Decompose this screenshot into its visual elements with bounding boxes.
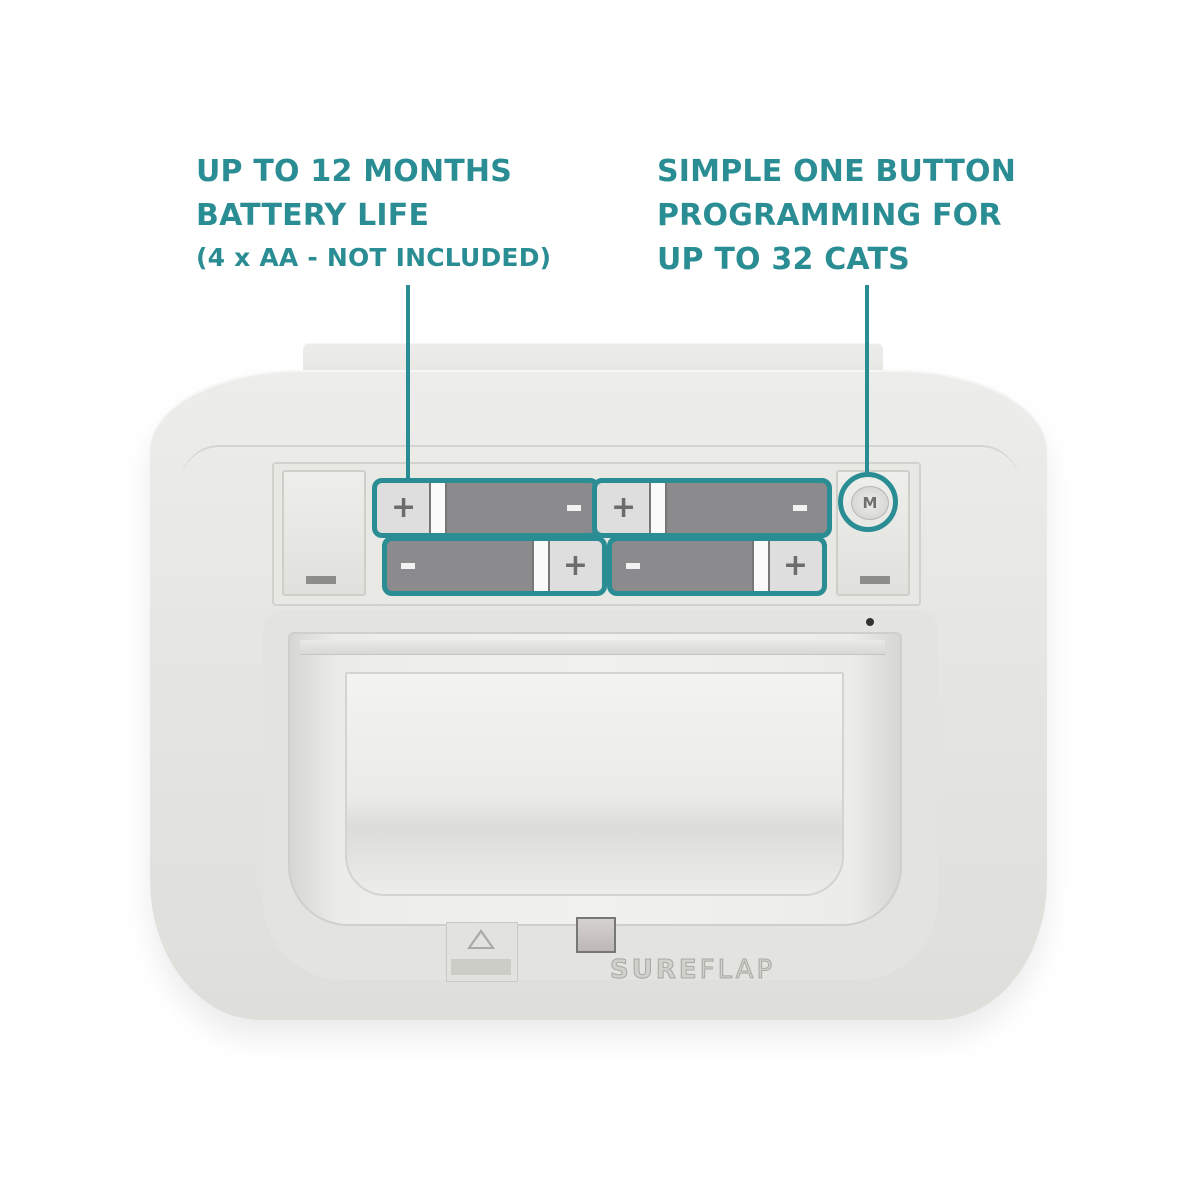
flap-hinge-bar bbox=[300, 640, 885, 655]
status-led-icon bbox=[866, 618, 874, 626]
battery-band bbox=[752, 541, 770, 591]
plus-icon: + bbox=[391, 490, 417, 525]
plus-icon: + bbox=[562, 548, 588, 583]
device-top-band bbox=[180, 445, 1020, 487]
callout-line: UP TO 12 MONTHS bbox=[196, 154, 513, 189]
callout-line: SIMPLE ONE BUTTON bbox=[657, 154, 1017, 189]
callout-line: (4 x AA - NOT INCLUDED) bbox=[196, 243, 552, 272]
minus-icon bbox=[626, 563, 640, 569]
minus-icon bbox=[401, 563, 415, 569]
battery-pack: + + + + bbox=[372, 478, 832, 604]
plus-icon: + bbox=[611, 490, 637, 525]
programming-callout: SIMPLE ONE BUTTON PROGRAMMING FOR UP TO … bbox=[657, 150, 1016, 282]
brand-part1: SURE bbox=[610, 955, 700, 986]
aa-battery: + bbox=[382, 536, 607, 596]
battery-cap bbox=[377, 483, 437, 533]
callout-line: PROGRAMMING FOR bbox=[657, 198, 1002, 233]
battery-latch-left bbox=[282, 470, 366, 596]
battery-cap bbox=[542, 541, 602, 591]
battery-band bbox=[649, 483, 667, 533]
latch-slot bbox=[860, 576, 890, 584]
callout-line: UP TO 32 CATS bbox=[657, 242, 910, 277]
aa-battery: + bbox=[372, 478, 600, 538]
lock-mode-dial[interactable] bbox=[446, 922, 518, 982]
brand-logo: SUREFLAP bbox=[610, 955, 776, 986]
battery-leader-line bbox=[406, 285, 410, 480]
button-leader-line bbox=[865, 285, 869, 475]
plus-icon: + bbox=[782, 548, 808, 583]
aa-battery: + bbox=[592, 478, 832, 538]
flap-window bbox=[345, 672, 844, 896]
battery-band bbox=[429, 483, 447, 533]
triangle-icon bbox=[467, 929, 495, 949]
minus-icon bbox=[567, 505, 581, 511]
battery-cap bbox=[762, 541, 822, 591]
brand-part2: FLAP bbox=[699, 955, 776, 986]
aa-battery: + bbox=[607, 536, 827, 596]
minus-icon bbox=[793, 505, 807, 511]
battery-life-callout: UP TO 12 MONTHS BATTERY LIFE (4 x AA - N… bbox=[196, 150, 551, 278]
dial-grip bbox=[451, 959, 511, 975]
battery-band bbox=[532, 541, 550, 591]
program-button[interactable]: M bbox=[851, 486, 889, 520]
latch-slot bbox=[306, 576, 336, 584]
flap-pull-tab[interactable] bbox=[576, 917, 616, 953]
callout-line: BATTERY LIFE bbox=[196, 198, 430, 233]
battery-cap bbox=[597, 483, 657, 533]
